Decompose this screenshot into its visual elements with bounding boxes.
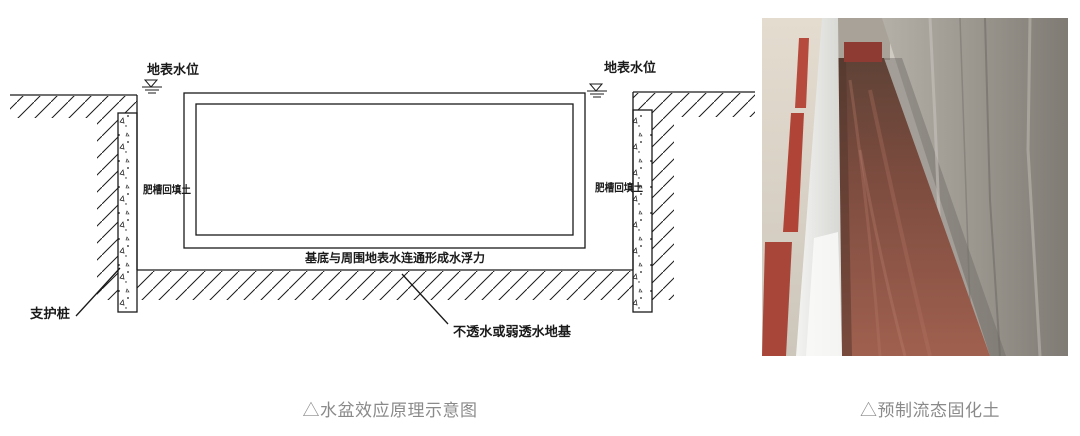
- water-level-icon-right: [587, 83, 607, 98]
- red-edge-strip-upper: [795, 38, 809, 108]
- rock-wall-shadow: [884, 58, 1006, 356]
- trench-photo: [762, 18, 1068, 356]
- solidified-soil-fill: [836, 58, 990, 356]
- water-basin-diagram: 地表水位 地表水位 肥槽回填土 肥槽回填土 基底与周围地表水连通形成水浮力 支护…: [10, 60, 755, 339]
- backfill-label-left: 肥槽回填土: [143, 183, 191, 196]
- photo-caption: △预制流态固化土: [860, 401, 1000, 420]
- support-pile-right: [632, 109, 653, 313]
- rock-wall: [882, 18, 1068, 356]
- water-level-label-left: 地表水位: [147, 62, 199, 77]
- rock-streak: [1026, 18, 1042, 356]
- water-level-icon-left: [142, 79, 162, 94]
- membrane-fold: [806, 232, 842, 356]
- structure-outer-wall: [183, 92, 586, 249]
- pile-leader-line: [75, 267, 121, 317]
- rock-streak: [984, 18, 1001, 356]
- foundation-leader-line: [401, 273, 449, 325]
- soil-flow-texture: [848, 79, 882, 356]
- soil-hatch-right: [633, 93, 755, 300]
- water-level-label-right: 地表水位: [604, 60, 656, 75]
- base-buoyancy-note: 基底与周围地表水连通形成水浮力: [304, 250, 485, 265]
- backfill-label-right: 肥槽回填土: [595, 181, 643, 194]
- support-pile-label: 支护桩: [29, 306, 70, 321]
- soil-hatch-base: [137, 271, 633, 300]
- soil-hatch-left: [10, 96, 137, 300]
- diagram-caption: △水盆效应原理示意图: [302, 401, 478, 420]
- foundation-label: 不透水或弱透水地基: [453, 324, 572, 339]
- top-formwork: [844, 42, 882, 62]
- red-edge-strip-middle: [783, 113, 804, 232]
- structure-inner-wall: [195, 103, 574, 236]
- soil-flow-texture: [868, 89, 932, 356]
- soil-flow-texture: [858, 149, 907, 356]
- support-pile-left: [117, 112, 138, 313]
- red-edge-strip-lower: [762, 242, 792, 356]
